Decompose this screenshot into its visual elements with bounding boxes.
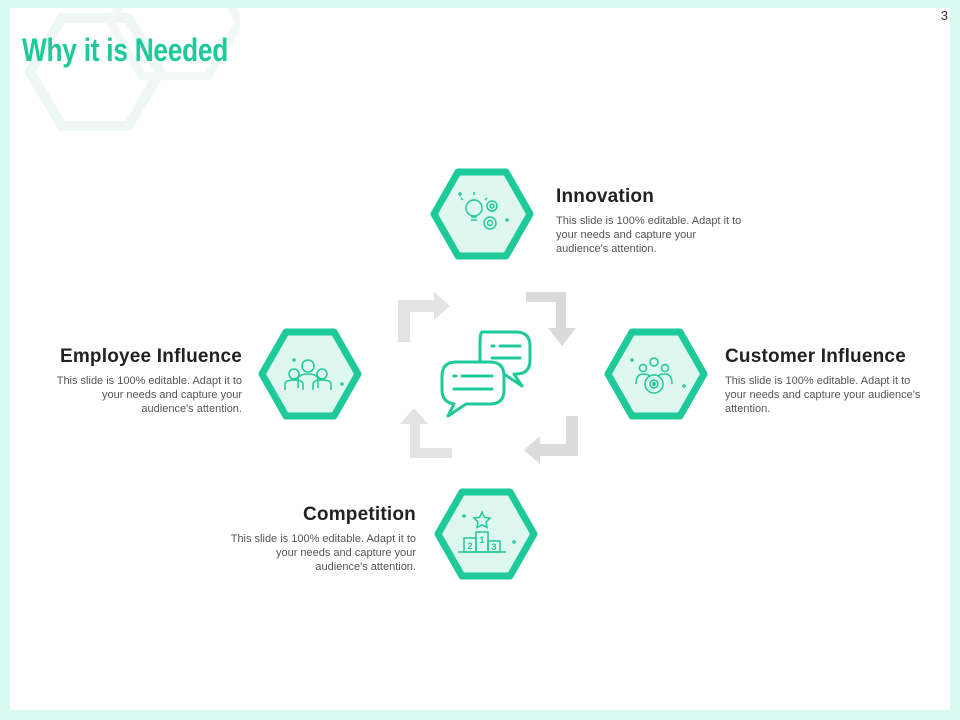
innovation-description: This slide is 100% editable. Adapt it to… [556, 215, 742, 255]
chat-bubbles-icon [440, 330, 532, 418]
page-title: Why it is Needed [22, 32, 229, 68]
competition-block: Competition This slide is 100% editable.… [224, 504, 416, 574]
innovation-heading: Innovation [556, 186, 655, 207]
employee-influence-block: Employee Influence This slide is 100% ed… [50, 346, 242, 416]
lightbulb-gears-icon [458, 192, 509, 230]
customer-influence-heading: Customer Influence [725, 346, 906, 367]
cycle-arrow-top-left [398, 292, 450, 342]
cycle-arrow-bottom-left [400, 408, 452, 458]
hexagon-customer [604, 328, 708, 420]
slide: 3 Why it is Needed [10, 8, 950, 710]
hexagon-employee [258, 328, 362, 420]
cycle-arrow-top-right [526, 292, 576, 346]
target-group-icon [630, 357, 686, 394]
competition-heading: Competition [302, 504, 416, 525]
podium-number-3: 3 [491, 542, 496, 552]
podium-star-icon [458, 510, 516, 553]
customer-influence-block: Customer Influence This slide is 100% ed… [725, 346, 925, 416]
innovation-block: Innovation This slide is 100% editable. … [556, 186, 746, 256]
hexagon-watermark [24, 8, 240, 131]
team-people-icon [284, 358, 344, 390]
customer-influence-description: This slide is 100% editable. Adapt it to… [725, 375, 921, 415]
podium-number-1: 1 [479, 535, 484, 545]
cycle-arrow-bottom-right [524, 416, 578, 464]
hexagon-competition: 1 2 3 [434, 488, 538, 580]
employee-influence-description: This slide is 100% editable. Adapt it to… [56, 375, 242, 415]
employee-influence-heading: Employee Influence [59, 346, 242, 367]
page-number: 3 [940, 8, 948, 23]
podium-number-2: 2 [467, 541, 472, 551]
competition-description: This slide is 100% editable. Adapt it to… [230, 533, 416, 573]
hexagon-innovation [430, 168, 534, 260]
